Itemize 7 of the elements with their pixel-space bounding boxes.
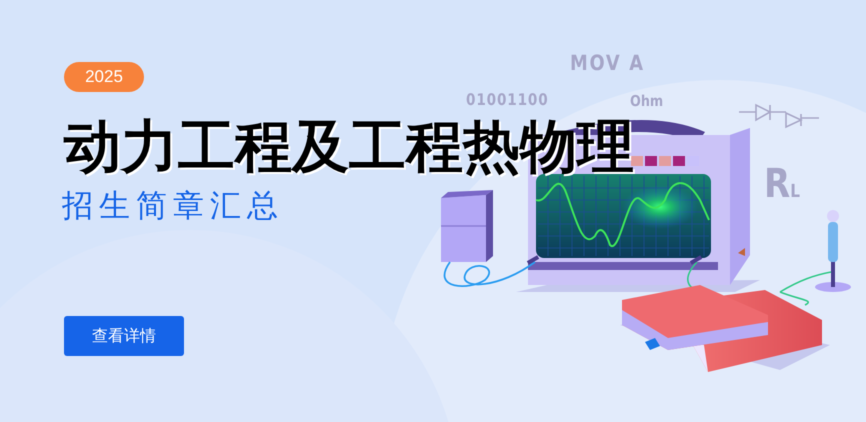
binary-text: 01001100 xyxy=(466,92,548,108)
unit-text: Ohm xyxy=(630,94,664,109)
title: 动力工程及工程热物理 xyxy=(64,118,634,175)
year-badge: 2025 xyxy=(64,62,144,92)
subtitle: 招生简章汇总 xyxy=(62,191,284,222)
details-button: 查看详情 xyxy=(64,316,184,356)
code-text: MOV A xyxy=(570,53,645,74)
